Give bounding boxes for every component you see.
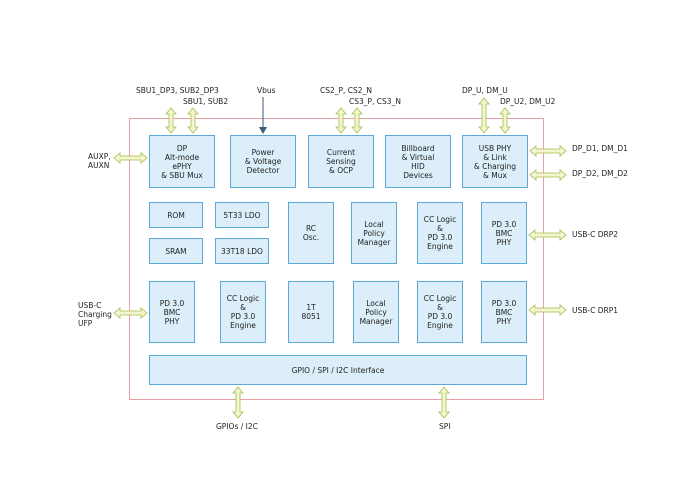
sram-block: SRAM bbox=[149, 238, 203, 264]
current-sensing-block: Current Sensing & OCP bbox=[308, 135, 374, 188]
arrow-dp-u2 bbox=[499, 107, 511, 134]
dp-altmode-block: DP Alt-mode ePHY & SBU Mux bbox=[149, 135, 215, 188]
arrow-cs2 bbox=[335, 107, 347, 134]
mcu-8051-block: 1T 8051 bbox=[288, 281, 334, 343]
arrow-gpios bbox=[232, 386, 244, 419]
local-policy-manager-1: Local Policy Manager bbox=[351, 202, 397, 264]
arrow-aux bbox=[113, 152, 148, 164]
label-dp-d1: DP_D1, DM_D1 bbox=[572, 144, 628, 153]
label-ufp: USB-C Charging UFP bbox=[78, 301, 112, 328]
pd-bmc-phy-1: PD 3.0 BMC PHY bbox=[481, 202, 527, 264]
billboard-block: Billboard & Virtual HID Devices bbox=[385, 135, 451, 188]
label-drp1: USB-C DRP1 bbox=[572, 306, 619, 315]
cc-logic-1: CC Logic & PD 3.0 Engine bbox=[417, 202, 463, 264]
cc-logic-3: CC Logic & PD 3.0 Engine bbox=[417, 281, 463, 343]
cc-logic-2: CC Logic & PD 3.0 Engine bbox=[220, 281, 266, 343]
arrow-ufp bbox=[113, 307, 148, 319]
arrow-dp-u bbox=[478, 97, 490, 134]
power-detector-block: Power & Voltage Detector bbox=[230, 135, 296, 188]
ldo-5t33-block: 5T33 LDO bbox=[215, 202, 269, 228]
label-cs3: CS3_P, CS3_N bbox=[349, 97, 401, 106]
label-dp-u2: DP_U2, DM_U2 bbox=[500, 97, 556, 106]
arrow-sbu-dp3 bbox=[165, 107, 177, 134]
label-sbu-dp3: SBU1_DP3, SUB2_DP3 bbox=[136, 86, 219, 95]
rom-block: ROM bbox=[149, 202, 203, 228]
arrow-spi bbox=[438, 386, 450, 419]
label-dp-d2: DP_D2, DM_D2 bbox=[572, 169, 628, 178]
label-aux: AUXP, AUXN bbox=[88, 152, 111, 170]
rc-osc-block: RC Osc. bbox=[288, 202, 334, 264]
arrow-drp2 bbox=[528, 229, 567, 241]
arrow-drp1 bbox=[528, 304, 567, 316]
label-drp2: USB-C DRP2 bbox=[572, 230, 619, 239]
gpio-interface-block: GPIO / SPI / I2C Interface bbox=[149, 355, 527, 385]
label-gpios-i2c: GPIOs / I2C bbox=[216, 422, 258, 431]
label-cs2: CS2_P, CS2_N bbox=[320, 86, 372, 95]
label-dp-u: DP_U, DM_U bbox=[462, 86, 508, 95]
arrow-dp-d2 bbox=[529, 169, 567, 181]
ldo-33t18-block: 33T18 LDO bbox=[215, 238, 269, 264]
local-policy-manager-2: Local Policy Manager bbox=[353, 281, 399, 343]
pd-bmc-phy-2: PD 3.0 BMC PHY bbox=[149, 281, 195, 343]
arrow-cs3 bbox=[351, 107, 363, 134]
arrow-sbu bbox=[187, 107, 199, 134]
pd-bmc-phy-3: PD 3.0 BMC PHY bbox=[481, 281, 527, 343]
chip-boundary bbox=[129, 118, 544, 400]
vbus-arrow-head bbox=[259, 127, 267, 134]
arrow-dp-d1 bbox=[529, 145, 567, 157]
label-vbus: Vbus bbox=[257, 86, 276, 95]
label-spi: SPI bbox=[439, 422, 451, 431]
label-sbu: SBU1, SUB2 bbox=[183, 97, 229, 106]
usb-phy-block: USB PHY & Link & Charging & Mux bbox=[462, 135, 528, 188]
